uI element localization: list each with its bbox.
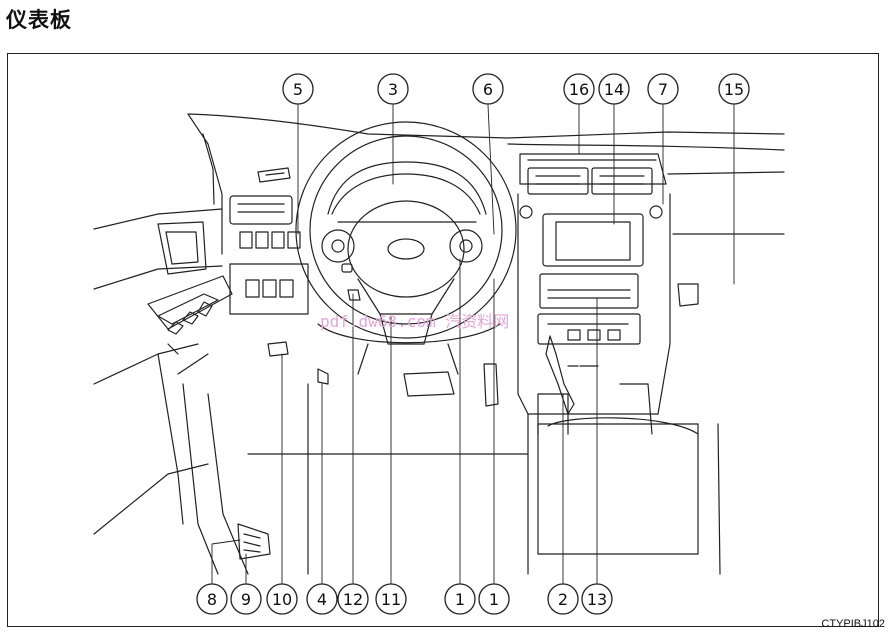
page-title: 仪表板 [6,8,72,32]
callout-top-1: 5 [293,80,303,99]
callout-top-7: 15 [724,80,744,99]
callout-circles [196,73,750,615]
callout-bottom-2: 9 [241,590,251,609]
callout-top-6: 7 [658,80,668,99]
callout-top-3: 6 [483,80,493,99]
callout-bottom-8: 1 [489,590,499,609]
center-stack [517,153,721,575]
steering-wheel [295,121,517,345]
watermark-text: pdf.dw68.com 汽资料网 [320,312,509,331]
callout-bottom-9: 2 [558,590,568,609]
callout-top-2: 3 [388,80,398,99]
figure-code: CTYPIBJ102 [821,618,885,630]
dash-top-lines [187,113,785,235]
callout-top-4: 16 [569,80,589,99]
callout-bottom-7: 1 [455,590,465,609]
callout-bottom-3: 10 [272,590,292,609]
callout-numbers: 5 3 6 16 14 7 15 8 9 10 4 12 11 1 1 2 13 [207,80,744,609]
dashboard-line-drawing: 5 3 6 16 14 7 15 8 9 10 4 12 11 1 1 2 13… [93,73,785,615]
dashboard-illustration-frame: 5 3 6 16 14 7 15 8 9 10 4 12 11 1 1 2 13… [7,53,879,627]
steering-column-pedals [247,343,529,575]
lower-left-console [237,523,271,560]
callout-bottom-1: 8 [207,590,217,609]
callout-top-5: 14 [604,80,624,99]
left-switch-panels [229,167,309,357]
callout-bottom-5: 12 [343,590,363,609]
callout-bottom-6: 11 [381,590,401,609]
leader-lines [211,104,735,585]
callout-bottom-10: 13 [587,590,607,609]
callout-bottom-4: 4 [317,590,327,609]
left-door-panel [93,113,249,575]
